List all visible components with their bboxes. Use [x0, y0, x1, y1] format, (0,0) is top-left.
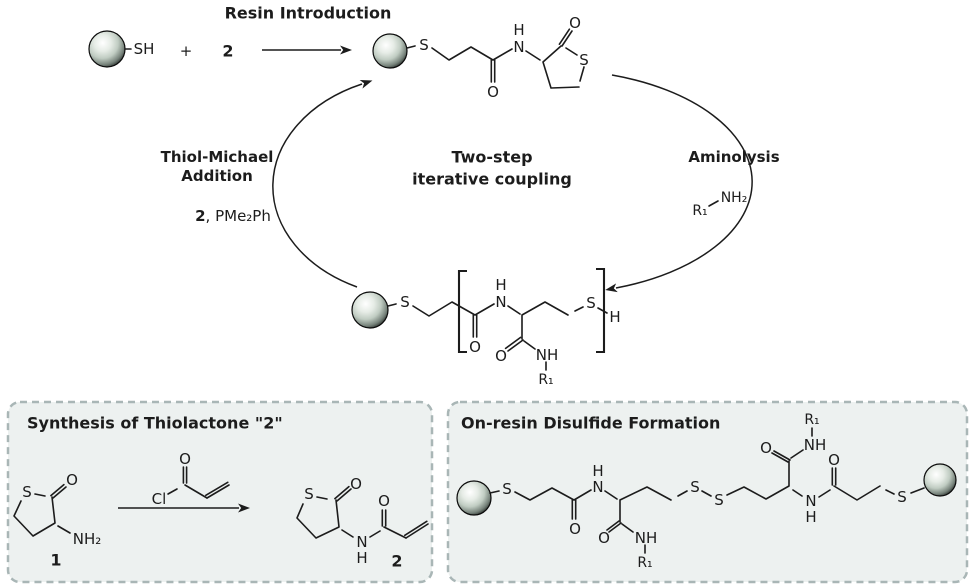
structure-bonds [406, 45, 585, 89]
side-nh-label: NH [536, 346, 559, 364]
left-amide-n-label: N [592, 478, 603, 496]
side-oxygen-label: O [495, 347, 507, 365]
compound-2-structure: S O N H O 2 [296, 475, 429, 571]
synthesis-box-title: Synthesis of Thiolactone "2" [27, 414, 283, 433]
ring-oxygen-label: O [66, 471, 78, 489]
disulfide-box-frame [446, 400, 969, 584]
right-top-nh-label: NH [804, 436, 827, 454]
double-bonds [490, 28, 573, 83]
resin-intro-label: Resin Introduction [225, 4, 392, 23]
cycle-title-line1: Two-step [451, 148, 532, 167]
thiol-michael-arc-arrow [272, 80, 373, 288]
left-side-oxygen-label: O [598, 529, 610, 547]
thiol-michael-reagent: 2, PMe₂Ph [195, 207, 271, 225]
carbonyl-oxygen-label: O [179, 450, 191, 468]
amide-n-label: N [513, 38, 524, 56]
carbonyl-oxygen-label: O [469, 338, 481, 356]
disulfide-structure: S O H N O NH R₁ S S R₁ NH O N H O S [456, 412, 957, 571]
left-amide-h-label: H [592, 462, 603, 480]
repeat-unit-bracket-left [457, 269, 467, 354]
chain-sulfur-label: S [586, 294, 596, 312]
right-top-r1-label: R₁ [804, 412, 819, 428]
double-bonds [182, 466, 230, 499]
double-bonds [472, 314, 524, 352]
reagent-compound-2: 2 [195, 207, 205, 225]
left-sulfur-label: S [502, 480, 512, 498]
acryloyl-chloride-reagent: Cl O [152, 450, 230, 508]
polymer-on-resin-structure: S O H N O NH R₁ S H [351, 267, 621, 388]
resin-bead [88, 30, 126, 68]
sulfur-label: S [419, 36, 429, 54]
double-bonds [50, 483, 67, 499]
structure-bonds [387, 301, 608, 371]
resin-bead [351, 291, 389, 329]
amine-r1-label: R₁ [692, 203, 707, 219]
cycle-title-line2: iterative coupling [412, 170, 572, 189]
left-side-r1-label: R₁ [637, 555, 652, 571]
ring-sulfur-label: S [579, 51, 589, 69]
amide-h-label: H [495, 276, 506, 294]
structure-bonds [167, 484, 208, 499]
amide-h-label: H [513, 21, 524, 39]
right-sulfur-label: S [897, 488, 907, 506]
right-amide-h-label: H [805, 508, 816, 526]
double-bonds [334, 485, 429, 539]
acryl-oxygen-label: O [378, 492, 390, 510]
amide-n-label: N [495, 293, 506, 311]
coupling-cycle: Two-step iterative coupling Thiol-Michae… [161, 74, 780, 293]
double-bonds [571, 450, 837, 533]
ring-oxygen-label: O [350, 475, 362, 493]
left-side-nh-label: NH [635, 529, 658, 547]
thiol-michael-label-line2: Addition [181, 167, 253, 185]
plus-sign: + [180, 42, 193, 60]
left-carbonyl-oxygen-label: O [569, 520, 581, 538]
amine-nh2-label: NH₂ [73, 530, 102, 548]
side-r1-label: R₁ [538, 372, 553, 388]
synthesis-box-frame [6, 400, 434, 584]
compound-2-number: 2 [391, 552, 402, 571]
amide-h-label: H [356, 549, 367, 567]
carbonyl-oxygen-label: O [487, 83, 499, 101]
resin-bead-left [456, 480, 492, 516]
resin-bead [372, 33, 408, 69]
aminolysis-label: Aminolysis [688, 148, 779, 166]
ring-oxygen-label: O [569, 14, 581, 32]
sulfur-label: S [400, 293, 410, 311]
repeat-unit-bracket-right [596, 267, 606, 354]
amine-bond [708, 200, 719, 207]
compound-2-reactant: 2 [222, 42, 233, 61]
compound-1-number: 1 [50, 551, 61, 570]
disulfide-s1-label: S [690, 478, 700, 496]
thiol-michael-label-line1: Thiol-Michael [161, 148, 274, 166]
ring-sulfur-label: S [304, 485, 314, 503]
structure-bonds [296, 496, 407, 539]
thiol-label: SH [134, 40, 155, 58]
thiolactone-on-resin-structure: S O H N O S [372, 14, 589, 101]
reagent-phosphine: , PMe₂Ph [206, 207, 271, 225]
resin-introduction-step: SH + 2 Resin Introduction [88, 4, 392, 68]
ring-sulfur-label: S [22, 483, 32, 501]
structure-bonds [13, 493, 71, 537]
disulfide-s2-label: S [714, 491, 724, 509]
disulfide-box: On-resin Disulfide Formation S O H N O N… [446, 400, 969, 584]
amine-nh2-label: NH₂ [721, 190, 748, 206]
right-amide-n-label: N [805, 492, 816, 510]
amide-n-label: N [356, 533, 367, 551]
compound-1-structure: S O NH₂ 1 [13, 471, 102, 570]
disulfide-box-title: On-resin Disulfide Formation [461, 414, 720, 433]
right-top-oxygen-label: O [760, 439, 772, 457]
right-carbonyl-oxygen-label: O [828, 451, 840, 469]
chlorine-label: Cl [152, 490, 167, 508]
terminal-h-label: H [609, 308, 620, 326]
aminolysis-arc-arrow [605, 74, 753, 293]
resin-bead-right [923, 463, 957, 497]
synthesis-box: Synthesis of Thiolactone "2" S O NH₂ 1 C… [6, 400, 434, 584]
structure-bonds [489, 427, 925, 554]
